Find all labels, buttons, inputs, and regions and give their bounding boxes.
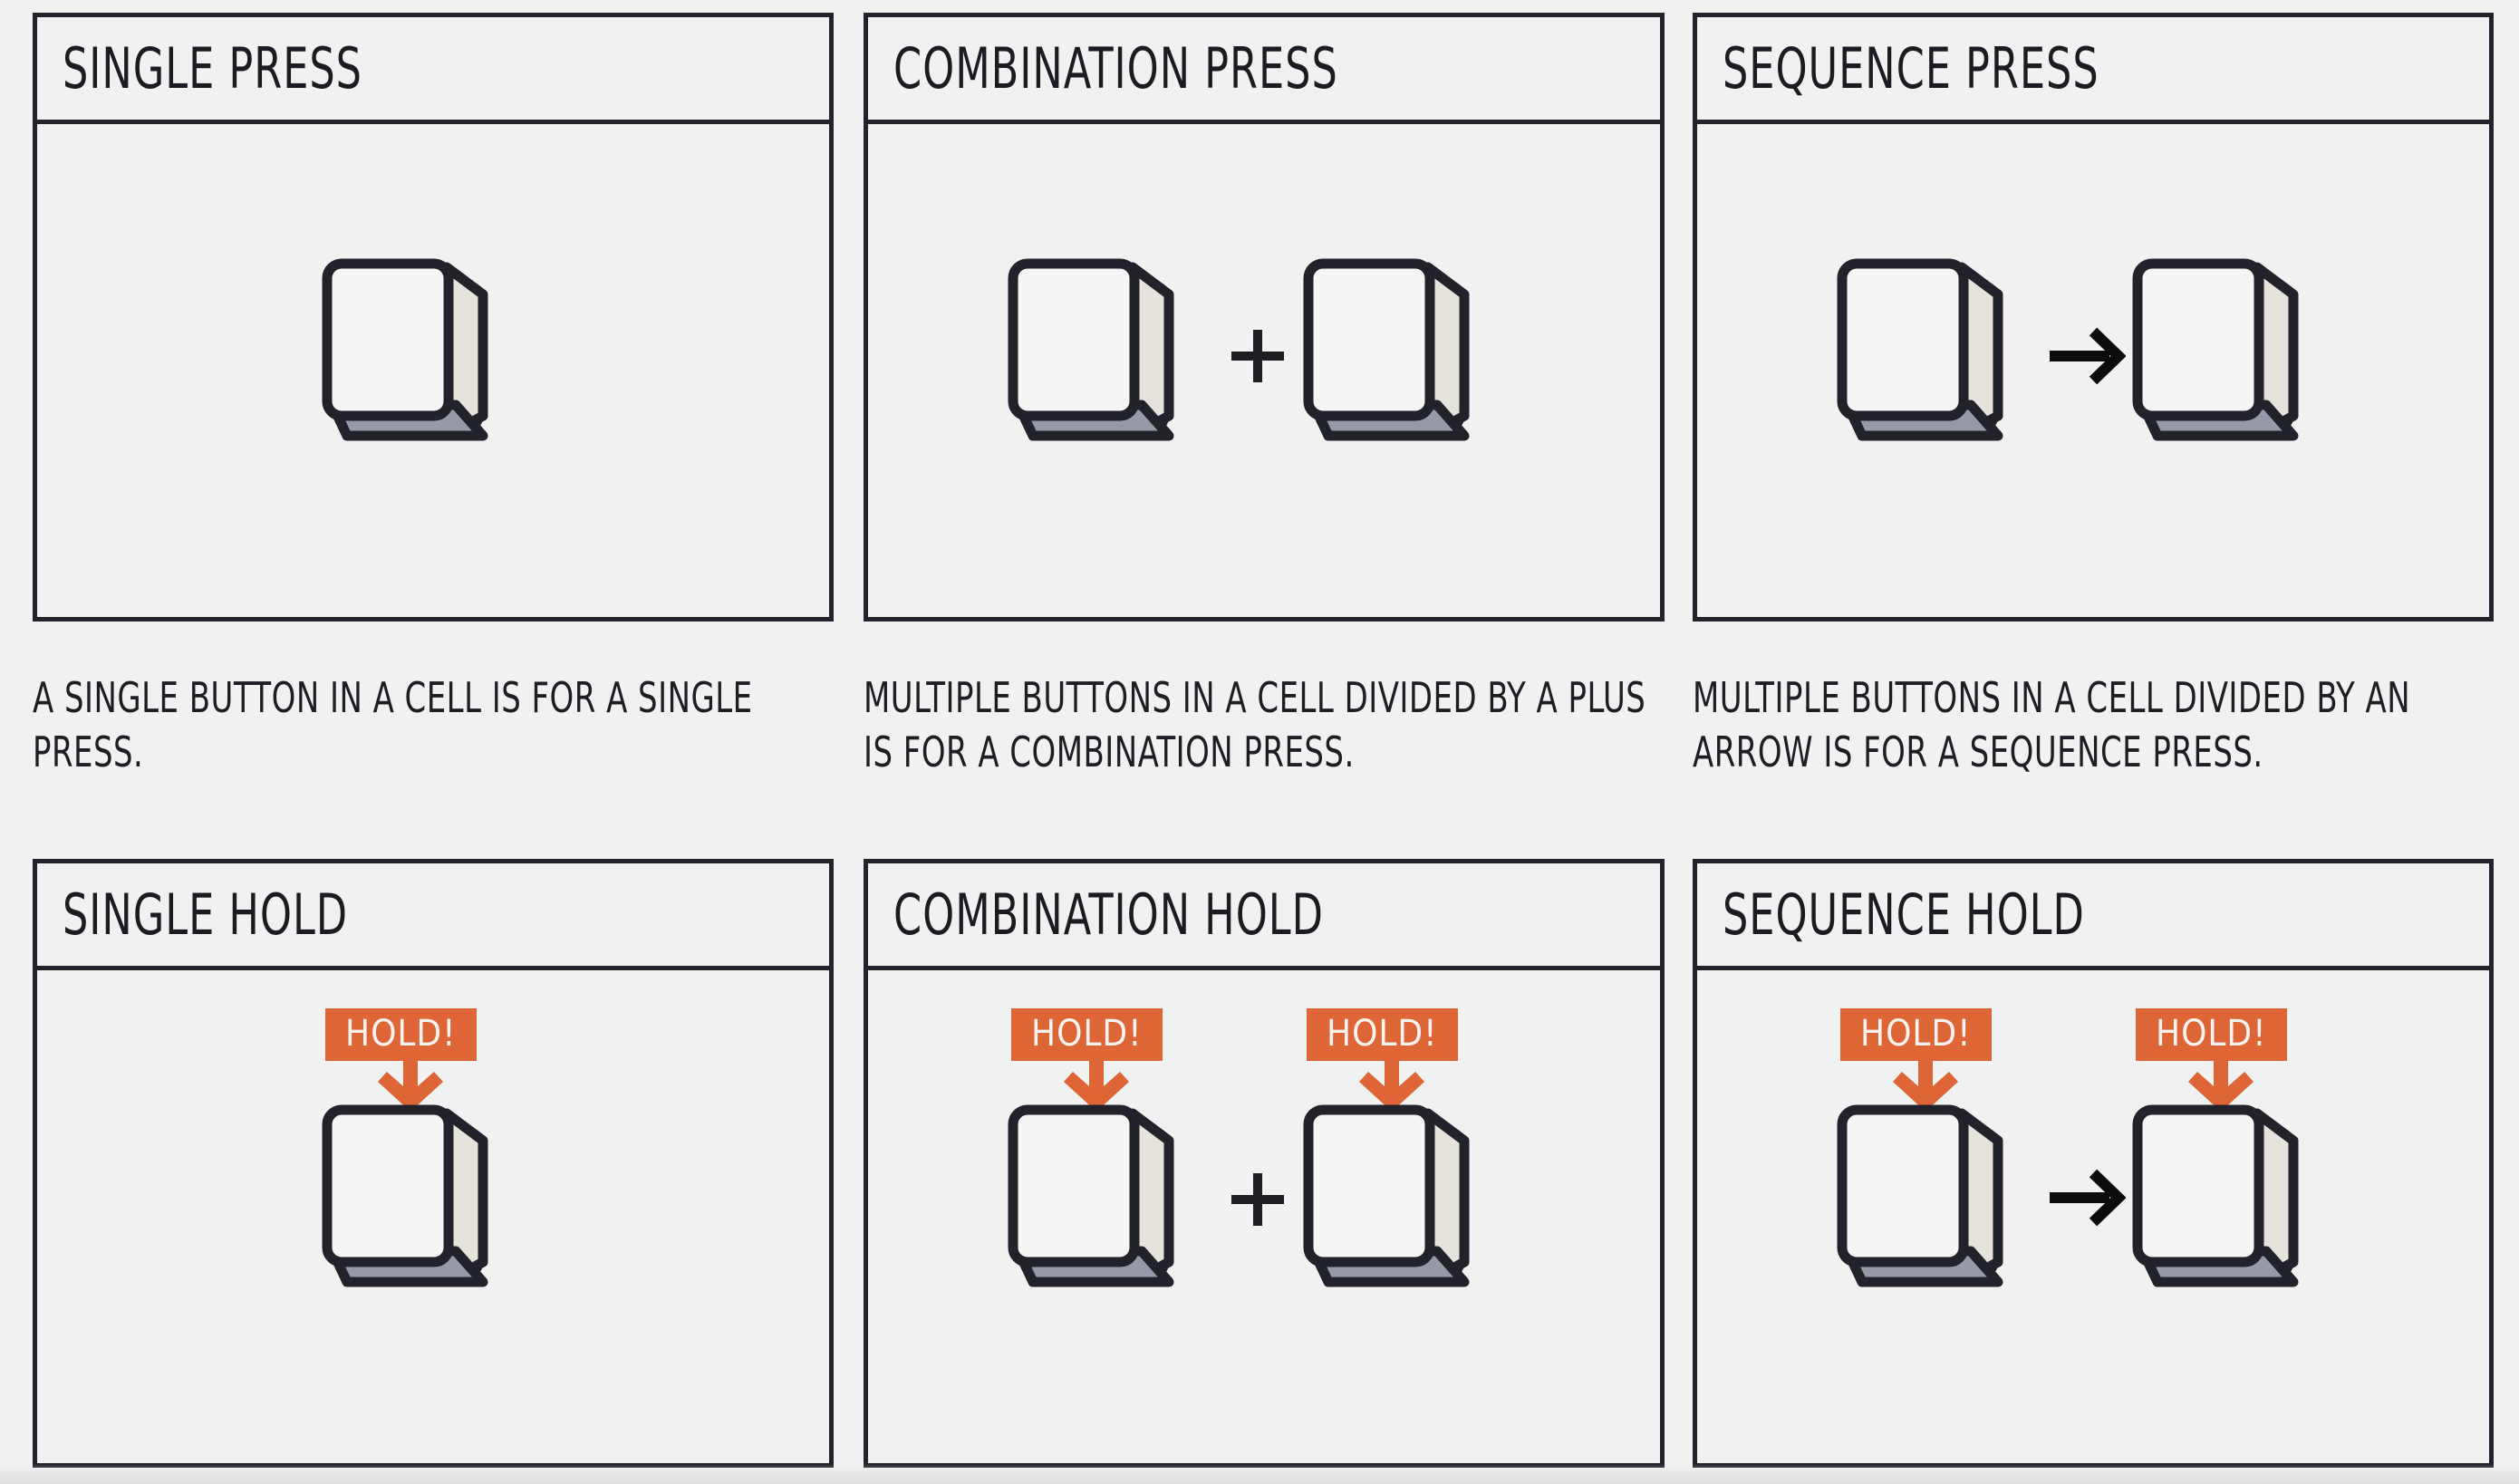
hold-indicator: HOLD! bbox=[1835, 1008, 2016, 1112]
panel-combination-hold: COMBINATION HOLD HOLD! bbox=[864, 859, 1665, 1468]
keycap-icon bbox=[1837, 258, 2003, 441]
arrow-down-orange-icon bbox=[1064, 1061, 1129, 1112]
keycap-icon bbox=[322, 258, 488, 441]
keycap[interactable] bbox=[1835, 1104, 2016, 1299]
keycap[interactable] bbox=[1006, 258, 1187, 453]
keycap[interactable] bbox=[1301, 258, 1482, 453]
panel-body: HOLD! bbox=[868, 970, 1660, 1468]
hold-indicator: HOLD! bbox=[320, 1008, 501, 1112]
keycap[interactable] bbox=[2130, 1104, 2311, 1299]
keycap[interactable] bbox=[320, 258, 501, 453]
arrow-down-orange-icon bbox=[2188, 1061, 2254, 1112]
panel-title: SINGLE PRESS bbox=[63, 35, 362, 101]
arrow-down-orange-icon bbox=[1359, 1061, 1424, 1112]
key-slot bbox=[1835, 258, 2043, 453]
key-group: HOLD! bbox=[1006, 1008, 1510, 1299]
key-slot: HOLD! bbox=[1301, 1008, 1510, 1299]
hold-arrow bbox=[376, 1061, 445, 1116]
keycap-icon bbox=[1008, 1104, 1174, 1287]
key-group bbox=[1006, 258, 1510, 453]
keycap[interactable] bbox=[2130, 258, 2311, 453]
hold-arrow bbox=[2186, 1061, 2255, 1116]
keycap-icon bbox=[2132, 258, 2299, 441]
keycap-icon bbox=[2132, 1104, 2299, 1287]
panel-title: SEQUENCE PRESS bbox=[1723, 35, 2099, 101]
hold-arrow bbox=[1891, 1061, 1960, 1116]
panel-title: SEQUENCE HOLD bbox=[1723, 882, 2085, 948]
keycap[interactable] bbox=[1835, 258, 2016, 453]
panel-body bbox=[868, 124, 1660, 622]
caption-single-press: A SINGLE BUTTON IN A CELL IS FOR A SINGL… bbox=[33, 673, 753, 776]
keycap-icon bbox=[1837, 1104, 2003, 1287]
panel-body bbox=[1697, 124, 2489, 622]
panel-header: SINGLE PRESS bbox=[37, 17, 829, 124]
keycap[interactable] bbox=[1301, 1104, 1482, 1299]
panel-combination-press: COMBINATION PRESS bbox=[864, 13, 1665, 622]
hold-arrow bbox=[1062, 1061, 1131, 1116]
key-slot bbox=[1301, 258, 1510, 453]
arrow-down-orange-icon bbox=[1893, 1061, 1958, 1112]
keycap-icon bbox=[322, 1104, 488, 1287]
hold-badge: HOLD! bbox=[1011, 1008, 1163, 1061]
key-slot: HOLD! bbox=[1006, 1008, 1214, 1299]
separator-plus bbox=[1214, 1008, 1301, 1299]
hold-badge: HOLD! bbox=[325, 1008, 477, 1061]
panel-header: SINGLE HOLD bbox=[37, 863, 829, 970]
separator-arrow bbox=[2043, 1008, 2130, 1299]
key-slot bbox=[320, 258, 528, 453]
key-group bbox=[1835, 258, 2339, 453]
panel-title: COMBINATION PRESS bbox=[893, 35, 1338, 101]
panel-single-press: SINGLE PRESS bbox=[33, 13, 834, 622]
panel-title: SINGLE HOLD bbox=[63, 882, 349, 948]
keycap-icon bbox=[1008, 258, 1174, 441]
hold-badge: HOLD! bbox=[2136, 1008, 2287, 1061]
key-group bbox=[320, 258, 528, 453]
hold-arrow bbox=[1357, 1061, 1426, 1116]
panel-sequence-hold: SEQUENCE HOLD HOLD! bbox=[1693, 859, 2494, 1468]
keycap[interactable] bbox=[1006, 1104, 1187, 1299]
panel-title: COMBINATION HOLD bbox=[893, 882, 1324, 948]
arrow-down-orange-icon bbox=[378, 1061, 443, 1112]
hold-indicator: HOLD! bbox=[1301, 1008, 1482, 1112]
arrow-right-separator-icon bbox=[2050, 1169, 2126, 1226]
hold-badge: HOLD! bbox=[1840, 1008, 1992, 1061]
bottom-fade bbox=[0, 1464, 2519, 1484]
panel-header: SEQUENCE HOLD bbox=[1697, 863, 2489, 970]
panel-header: SEQUENCE PRESS bbox=[1697, 17, 2489, 124]
panel-header: COMBINATION PRESS bbox=[868, 17, 1660, 124]
key-slot bbox=[1006, 258, 1214, 453]
key-slot bbox=[2130, 258, 2339, 453]
key-group: HOLD! bbox=[1835, 1008, 2339, 1299]
hold-indicator: HOLD! bbox=[1006, 1008, 1187, 1112]
plus-separator-icon bbox=[1231, 329, 1284, 382]
key-slot: HOLD! bbox=[320, 1008, 528, 1299]
caption-sequence-press: MULTIPLE BUTTONS IN A CELL DIVIDED BY AN… bbox=[1693, 673, 2411, 776]
key-slot: HOLD! bbox=[2130, 1008, 2339, 1299]
panel-single-hold: SINGLE HOLD HOLD! bbox=[33, 859, 834, 1468]
separator-arrow bbox=[2043, 258, 2130, 453]
arrow-right-separator-icon bbox=[2050, 327, 2126, 384]
caption-combination-press: MULTIPLE BUTTONS IN A CELL DIVIDED BY A … bbox=[864, 673, 1646, 776]
keycap-icon bbox=[1303, 258, 1470, 441]
panel-body: HOLD! bbox=[37, 970, 829, 1468]
hold-indicator: HOLD! bbox=[2130, 1008, 2311, 1112]
key-slot: HOLD! bbox=[1835, 1008, 2043, 1299]
keycap[interactable] bbox=[320, 1104, 501, 1299]
keycap-icon bbox=[1303, 1104, 1470, 1287]
panel-body: HOLD! bbox=[1697, 970, 2489, 1468]
plus-separator-icon bbox=[1231, 1172, 1284, 1226]
panel-header: COMBINATION HOLD bbox=[868, 863, 1660, 970]
hold-badge: HOLD! bbox=[1307, 1008, 1458, 1061]
panel-body bbox=[37, 124, 829, 622]
panel-sequence-press: SEQUENCE PRESS bbox=[1693, 13, 2494, 622]
separator-plus bbox=[1214, 258, 1301, 453]
key-group: HOLD! bbox=[320, 1008, 528, 1299]
